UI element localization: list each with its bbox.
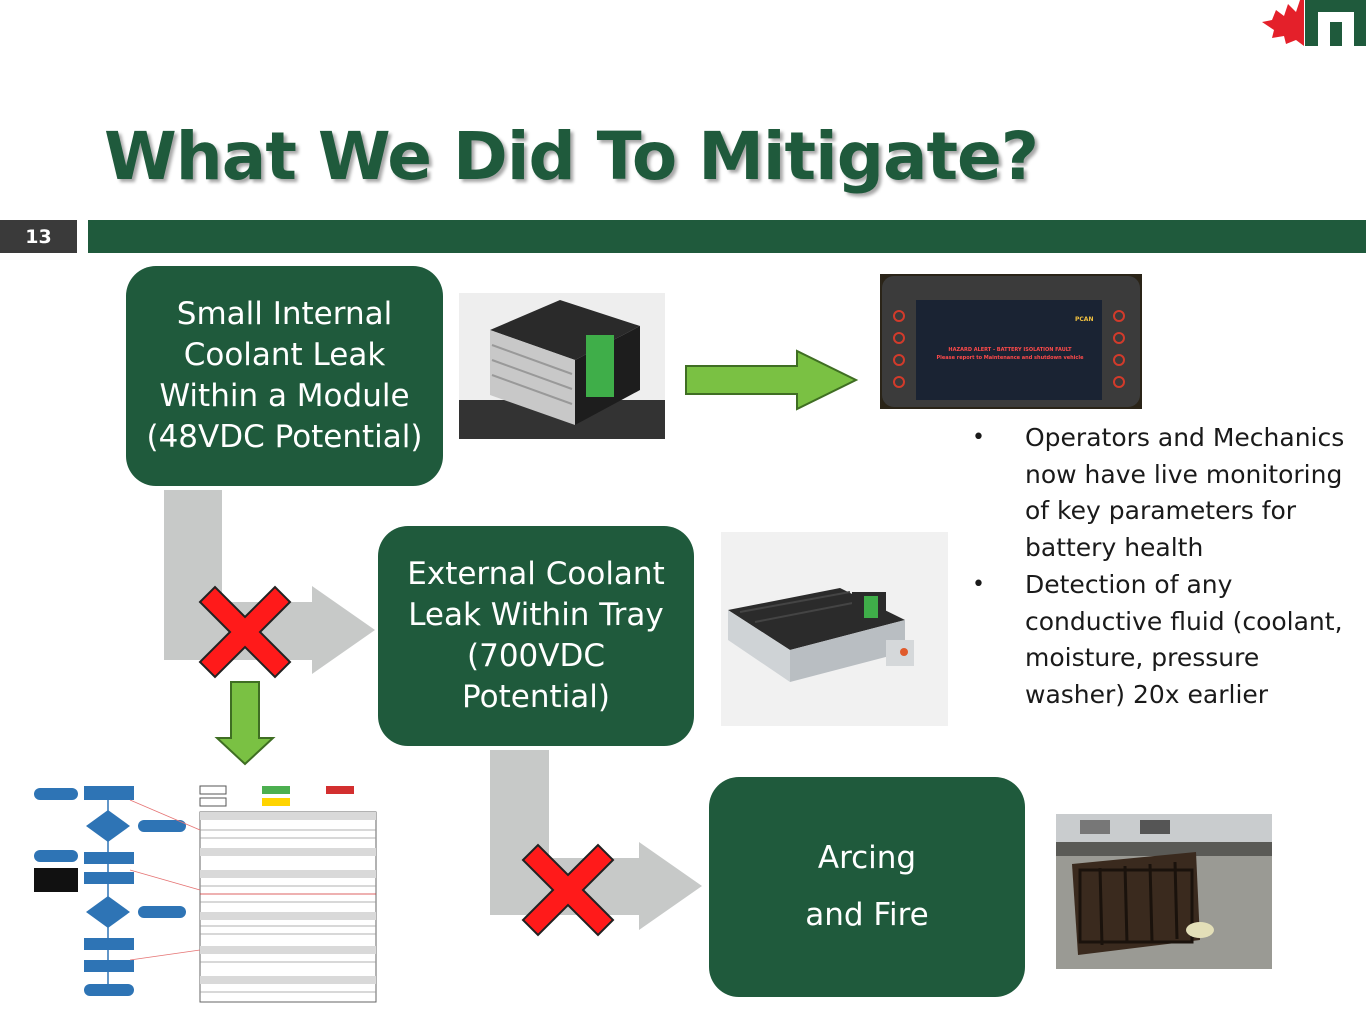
- box1-line: Coolant Leak: [183, 337, 386, 373]
- gray-flow-arrow-1: [164, 490, 375, 674]
- mitigation-bullets: Operators and Mechanics now have live mo…: [972, 420, 1362, 714]
- bullet-item: Detection of any conductive fluid (coola…: [972, 567, 1362, 714]
- box3-line: Arcing: [817, 840, 917, 876]
- display-alert-line1: HAZARD ALERT - BATTERY ISOLATION FAULT: [948, 347, 1072, 353]
- box2-line: Leak Within Tray: [408, 597, 664, 633]
- display-alert-line2: Please report to Maintenance and shutdow…: [936, 355, 1084, 361]
- box2-line: Potential): [462, 679, 610, 715]
- green-arrow-icon: [685, 349, 859, 411]
- monitor-display-image: [880, 274, 1142, 409]
- box1-line: Small Internal: [176, 296, 393, 332]
- burned-battery-photo: [1056, 814, 1272, 969]
- box2-line: External Coolant: [407, 556, 665, 592]
- title-bar: [88, 220, 1366, 253]
- bullet-item: Operators and Mechanics now have live mo…: [972, 420, 1362, 567]
- battery-module-image: [459, 293, 665, 439]
- slide-title: What We Did To Mitigate?: [104, 118, 1039, 195]
- box3-line: and Fire: [805, 897, 929, 933]
- box2-line: (700VDC: [467, 638, 605, 674]
- procedure-document-thumbnail: [30, 782, 378, 1004]
- green-down-arrow-icon: [214, 681, 276, 766]
- box-arcing-fire: Arcing and Fire: [709, 777, 1025, 997]
- red-x-icon: [521, 843, 615, 937]
- red-x-icon: [198, 585, 292, 679]
- display-brand: PCAN: [1075, 316, 1094, 323]
- battery-tray-image: [721, 532, 948, 726]
- box1-line: (48VDC Potential): [146, 419, 423, 455]
- box-external-leak: External Coolant Leak Within Tray (700VD…: [378, 526, 694, 746]
- box1-line: Within a Module: [159, 378, 410, 414]
- box-internal-leak: Small Internal Coolant Leak Within a Mod…: [126, 266, 443, 486]
- slide-number: 13: [0, 220, 77, 253]
- gray-flow-arrow-2: [490, 750, 702, 930]
